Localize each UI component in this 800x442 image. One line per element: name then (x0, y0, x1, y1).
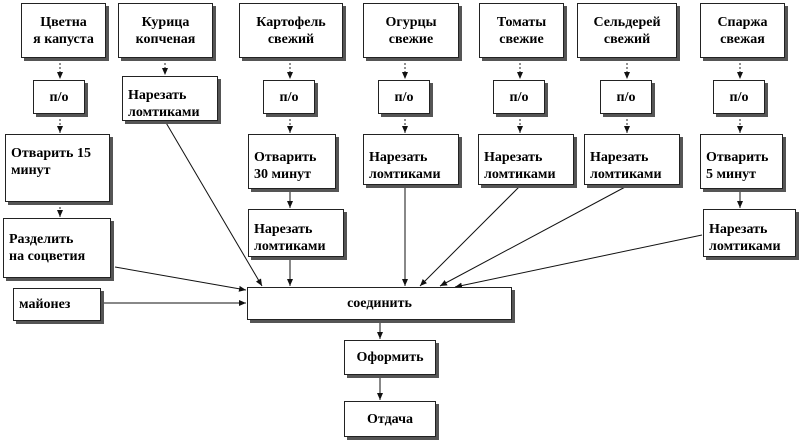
node-mayonnaise: майонез (13, 288, 101, 321)
node-po-asparagus: п/о (713, 80, 765, 114)
edge-divide-combine (114, 266, 247, 292)
edge-celery-slice-combine (439, 185, 628, 287)
node-cucumber-slice: Нарезать ломтиками (363, 134, 459, 185)
node-cauliflower: Цветна я капуста (21, 3, 106, 58)
node-po-celery: п/о (600, 80, 652, 114)
node-potato: Картофель свежий (239, 3, 343, 58)
node-tomatoes: Томаты свежие (479, 3, 564, 58)
node-divide-florets: Разделить на соцветия (3, 218, 111, 278)
node-asparagus-slice: Нарезать ломтиками (703, 209, 796, 257)
node-boil-5: Отварить 5 минут (700, 134, 783, 189)
node-tomato-slice: Нарезать ломтиками (478, 134, 574, 185)
node-asparagus: Спаржа свежая (700, 3, 785, 58)
node-boil-15: Отварить 15 минут (5, 134, 110, 202)
node-po-cauliflower: п/о (33, 80, 85, 114)
node-cucumbers: Огурцы свежие (363, 3, 459, 58)
node-chicken-slice: Нарезать ломтиками (122, 76, 218, 121)
edge-tomato-slice-combine (419, 185, 521, 287)
node-po-potato: п/о (263, 80, 315, 114)
node-combine: соединить (247, 287, 512, 320)
node-garnish: Оформить (344, 340, 436, 375)
node-boil-30: Отварить 30 минут (248, 134, 336, 189)
edge-chicken-slice-combine (164, 120, 263, 287)
node-celery-slice: Нарезать ломтиками (584, 134, 680, 185)
node-serve: Отдача (344, 401, 436, 437)
node-celery: Сельдерей свежий (577, 3, 677, 58)
node-po-tomatoes: п/о (493, 80, 545, 114)
node-chicken: Курица копченая (118, 3, 213, 58)
node-potato-slice: Нарезать ломтиками (248, 209, 344, 257)
edge-asparagus-slice-combine (454, 234, 703, 289)
node-po-cucumbers: п/о (378, 80, 430, 114)
